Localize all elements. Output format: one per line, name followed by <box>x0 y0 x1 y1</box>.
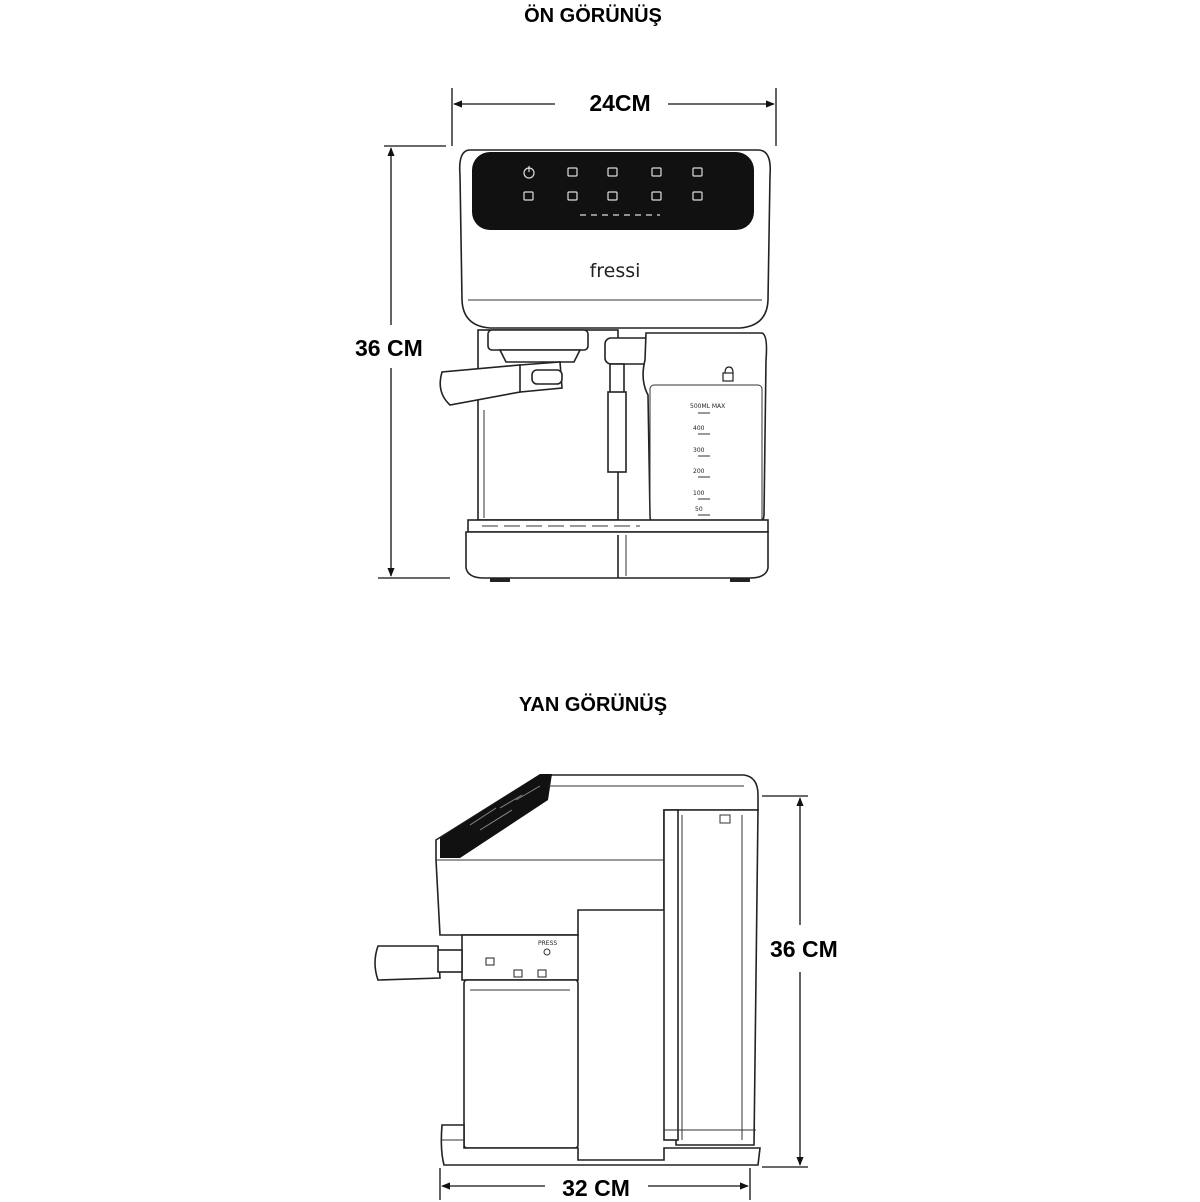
front-height-dimension <box>378 145 450 579</box>
steam-wand <box>607 391 627 473</box>
side-portafilter-handle <box>374 945 441 981</box>
front-base <box>465 531 769 579</box>
group-head <box>487 329 589 351</box>
front-height-label: 36 CM <box>355 335 423 361</box>
cup-icon-1 <box>567 167 578 177</box>
cup-icon-4 <box>692 167 703 177</box>
cup-icon-7 <box>607 191 618 201</box>
side-view-title: YAN GÖRÜNÜŞ <box>518 694 668 716</box>
tank-mark-200: 200 <box>693 468 705 475</box>
cup-icon-3 <box>651 167 662 177</box>
side-height-label: 36 CM <box>770 936 838 962</box>
tank-scale: 500ML MAX 400 300 200 100 50 <box>690 403 725 516</box>
side-depth-label: 32 CM <box>562 1175 630 1201</box>
front-width-dimension <box>451 88 777 146</box>
tank-mark-50: 50 <box>695 506 703 513</box>
front-width-label: 24CM <box>589 90 651 116</box>
brand-logo: fressi <box>590 260 641 282</box>
front-view-drawing: fressi 500ML MAX 400 <box>378 88 777 582</box>
tank-mark-400: 400 <box>693 425 705 432</box>
tank-mark-max: 500ML MAX <box>690 403 725 410</box>
side-depth-dimension <box>439 1168 751 1200</box>
side-height-dimension <box>762 795 808 1168</box>
tank-mark-300: 300 <box>693 447 705 454</box>
side-milk-tank <box>463 979 579 1149</box>
cup-icon-6 <box>567 191 578 201</box>
side-water-tank <box>675 809 759 1146</box>
side-group-head <box>461 934 579 981</box>
side-view-drawing: PRESS <box>374 774 808 1200</box>
cup-icon-5 <box>523 191 534 201</box>
cup-icon-2 <box>607 167 618 177</box>
lock-icon <box>722 366 734 382</box>
side-base <box>440 1124 761 1166</box>
tank-mark-100: 100 <box>693 490 705 497</box>
front-view-title: ÖN GÖRÜNÜŞ <box>524 5 662 27</box>
panel-icons <box>523 166 703 216</box>
cup-icon-9 <box>692 191 703 201</box>
side-lock-icons <box>485 957 547 978</box>
front-control-panel <box>472 152 754 230</box>
svg-text:PRESS: PRESS <box>538 940 557 947</box>
cup-icon-8 <box>651 191 662 201</box>
